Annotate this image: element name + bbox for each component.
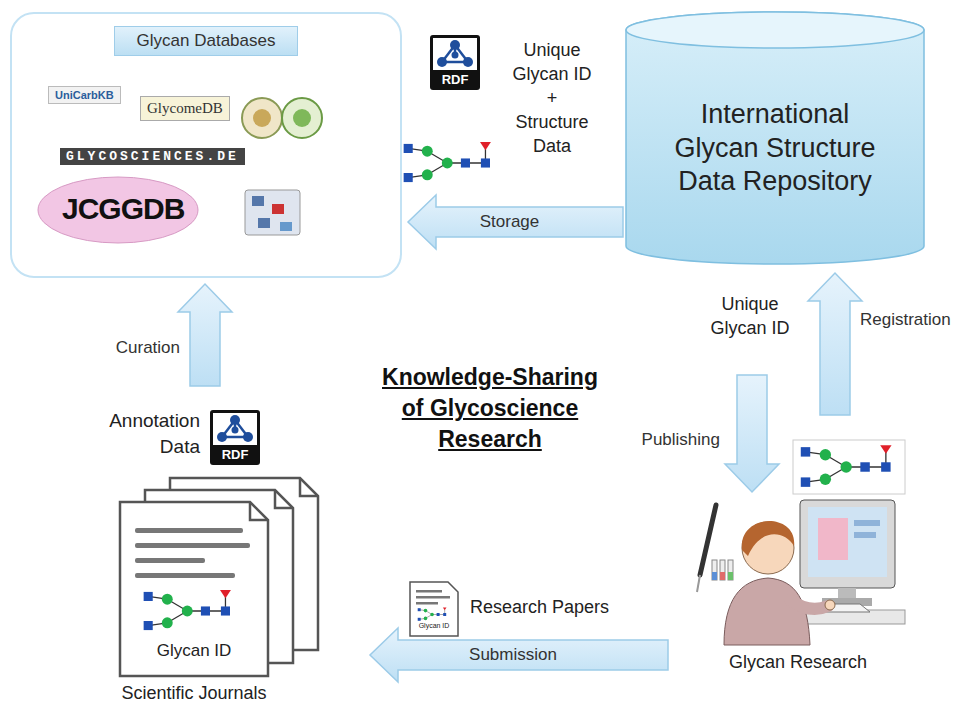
researcher-illustration bbox=[712, 572, 717, 580]
glycan-structure-icon bbox=[404, 142, 491, 182]
paper-id: Glycan ID bbox=[410, 621, 458, 630]
researcher-illustration bbox=[720, 560, 725, 580]
database-logos bbox=[38, 177, 198, 243]
journal-stack: Glycan ID Scientific Journals bbox=[94, 478, 294, 714]
glycan-structure-frame bbox=[793, 440, 905, 494]
researcher-illustration bbox=[724, 578, 810, 645]
research-paper-icon bbox=[416, 596, 450, 599]
arrow-label: Publishing bbox=[628, 430, 720, 450]
researcher-illustration bbox=[825, 600, 835, 610]
text-lines bbox=[135, 573, 235, 578]
database-logo: JCGGDB bbox=[62, 192, 184, 226]
text-lines bbox=[135, 528, 250, 578]
storage-note: Unique Glycan ID + Structure Data bbox=[510, 38, 594, 158]
researcher-illustration bbox=[728, 572, 733, 580]
researcher-illustration bbox=[697, 500, 905, 645]
research-station: Glycan Research bbox=[688, 500, 908, 680]
text-lines bbox=[135, 543, 250, 548]
research-paper-icon bbox=[416, 602, 438, 605]
block-arrow bbox=[808, 273, 862, 415]
glycan-structure-icon bbox=[144, 590, 231, 630]
researcher-illustration bbox=[697, 575, 700, 592]
researcher-illustration bbox=[854, 532, 876, 538]
database-logos bbox=[252, 196, 264, 206]
database-logo: GlycomeDB bbox=[140, 96, 230, 121]
researcher-illustration bbox=[742, 521, 794, 556]
rdf-icon bbox=[210, 410, 260, 465]
diagram-title: Knowledge-Sharing of Glycoscience Resear… bbox=[374, 362, 606, 455]
arrow-label: Curation bbox=[92, 338, 180, 358]
text-lines bbox=[135, 528, 243, 533]
researcher-illustration bbox=[720, 572, 725, 580]
paper-note: Research Papers bbox=[470, 597, 609, 618]
repository-title: International Glycan Structure Data Repo… bbox=[655, 98, 895, 199]
rdf-badge: RDF bbox=[210, 447, 260, 463]
research-caption: Glycan Research bbox=[688, 652, 908, 673]
database-logos bbox=[242, 98, 282, 138]
cylinder-outline bbox=[626, 12, 924, 48]
repository-cylinder: International Glycan Structure Data Repo… bbox=[625, 12, 925, 265]
research-paper-icon bbox=[418, 608, 447, 621]
database-logos bbox=[280, 222, 292, 231]
journal-caption: Scientific Journals bbox=[94, 683, 294, 704]
block-arrow bbox=[178, 284, 232, 386]
database-logos bbox=[272, 204, 284, 214]
researcher-illustration bbox=[808, 507, 887, 577]
rdf-badge: RDF bbox=[430, 72, 480, 88]
journal-stack bbox=[300, 478, 318, 496]
database-logos bbox=[258, 218, 270, 228]
researcher-illustration bbox=[790, 600, 828, 609]
journal-stack bbox=[250, 502, 268, 520]
block-arrow bbox=[408, 195, 623, 249]
researcher-illustration bbox=[728, 560, 733, 580]
cylinder-outline bbox=[626, 12, 924, 264]
block-arrow bbox=[725, 375, 779, 492]
arrow-label: Submission bbox=[469, 645, 557, 665]
database-logos bbox=[282, 98, 322, 138]
database-logo: UniCarbKB bbox=[48, 86, 121, 104]
rdf-icon bbox=[430, 35, 480, 90]
database-logos bbox=[245, 190, 300, 235]
database-panel: Glycan Databases bbox=[10, 12, 402, 278]
database-logo: GLYCOSCIENCES.DE bbox=[60, 148, 245, 165]
arrow-label: Registration bbox=[860, 310, 952, 330]
annotation-note: Annotation Data bbox=[96, 408, 200, 460]
glycan-structure-icon bbox=[801, 445, 892, 487]
arrow-label: Storage bbox=[480, 212, 540, 232]
research-paper-icon bbox=[410, 582, 458, 636]
publish-note: Unique Glycan ID bbox=[708, 292, 792, 340]
researcher-illustration bbox=[854, 520, 880, 526]
text-lines bbox=[135, 558, 205, 563]
database-logos bbox=[293, 109, 311, 127]
panel-heading: Glycan Databases bbox=[114, 26, 299, 56]
researcher-illustration bbox=[712, 560, 717, 580]
researcher-illustration bbox=[818, 518, 848, 560]
researcher-illustration bbox=[800, 500, 895, 588]
journal-stack bbox=[275, 490, 293, 508]
research-paper-icon bbox=[410, 582, 458, 636]
research-paper-icon bbox=[416, 590, 442, 593]
database-logos bbox=[253, 109, 271, 127]
block-arrow bbox=[370, 628, 668, 682]
journal-id: Glycan ID bbox=[94, 640, 294, 661]
